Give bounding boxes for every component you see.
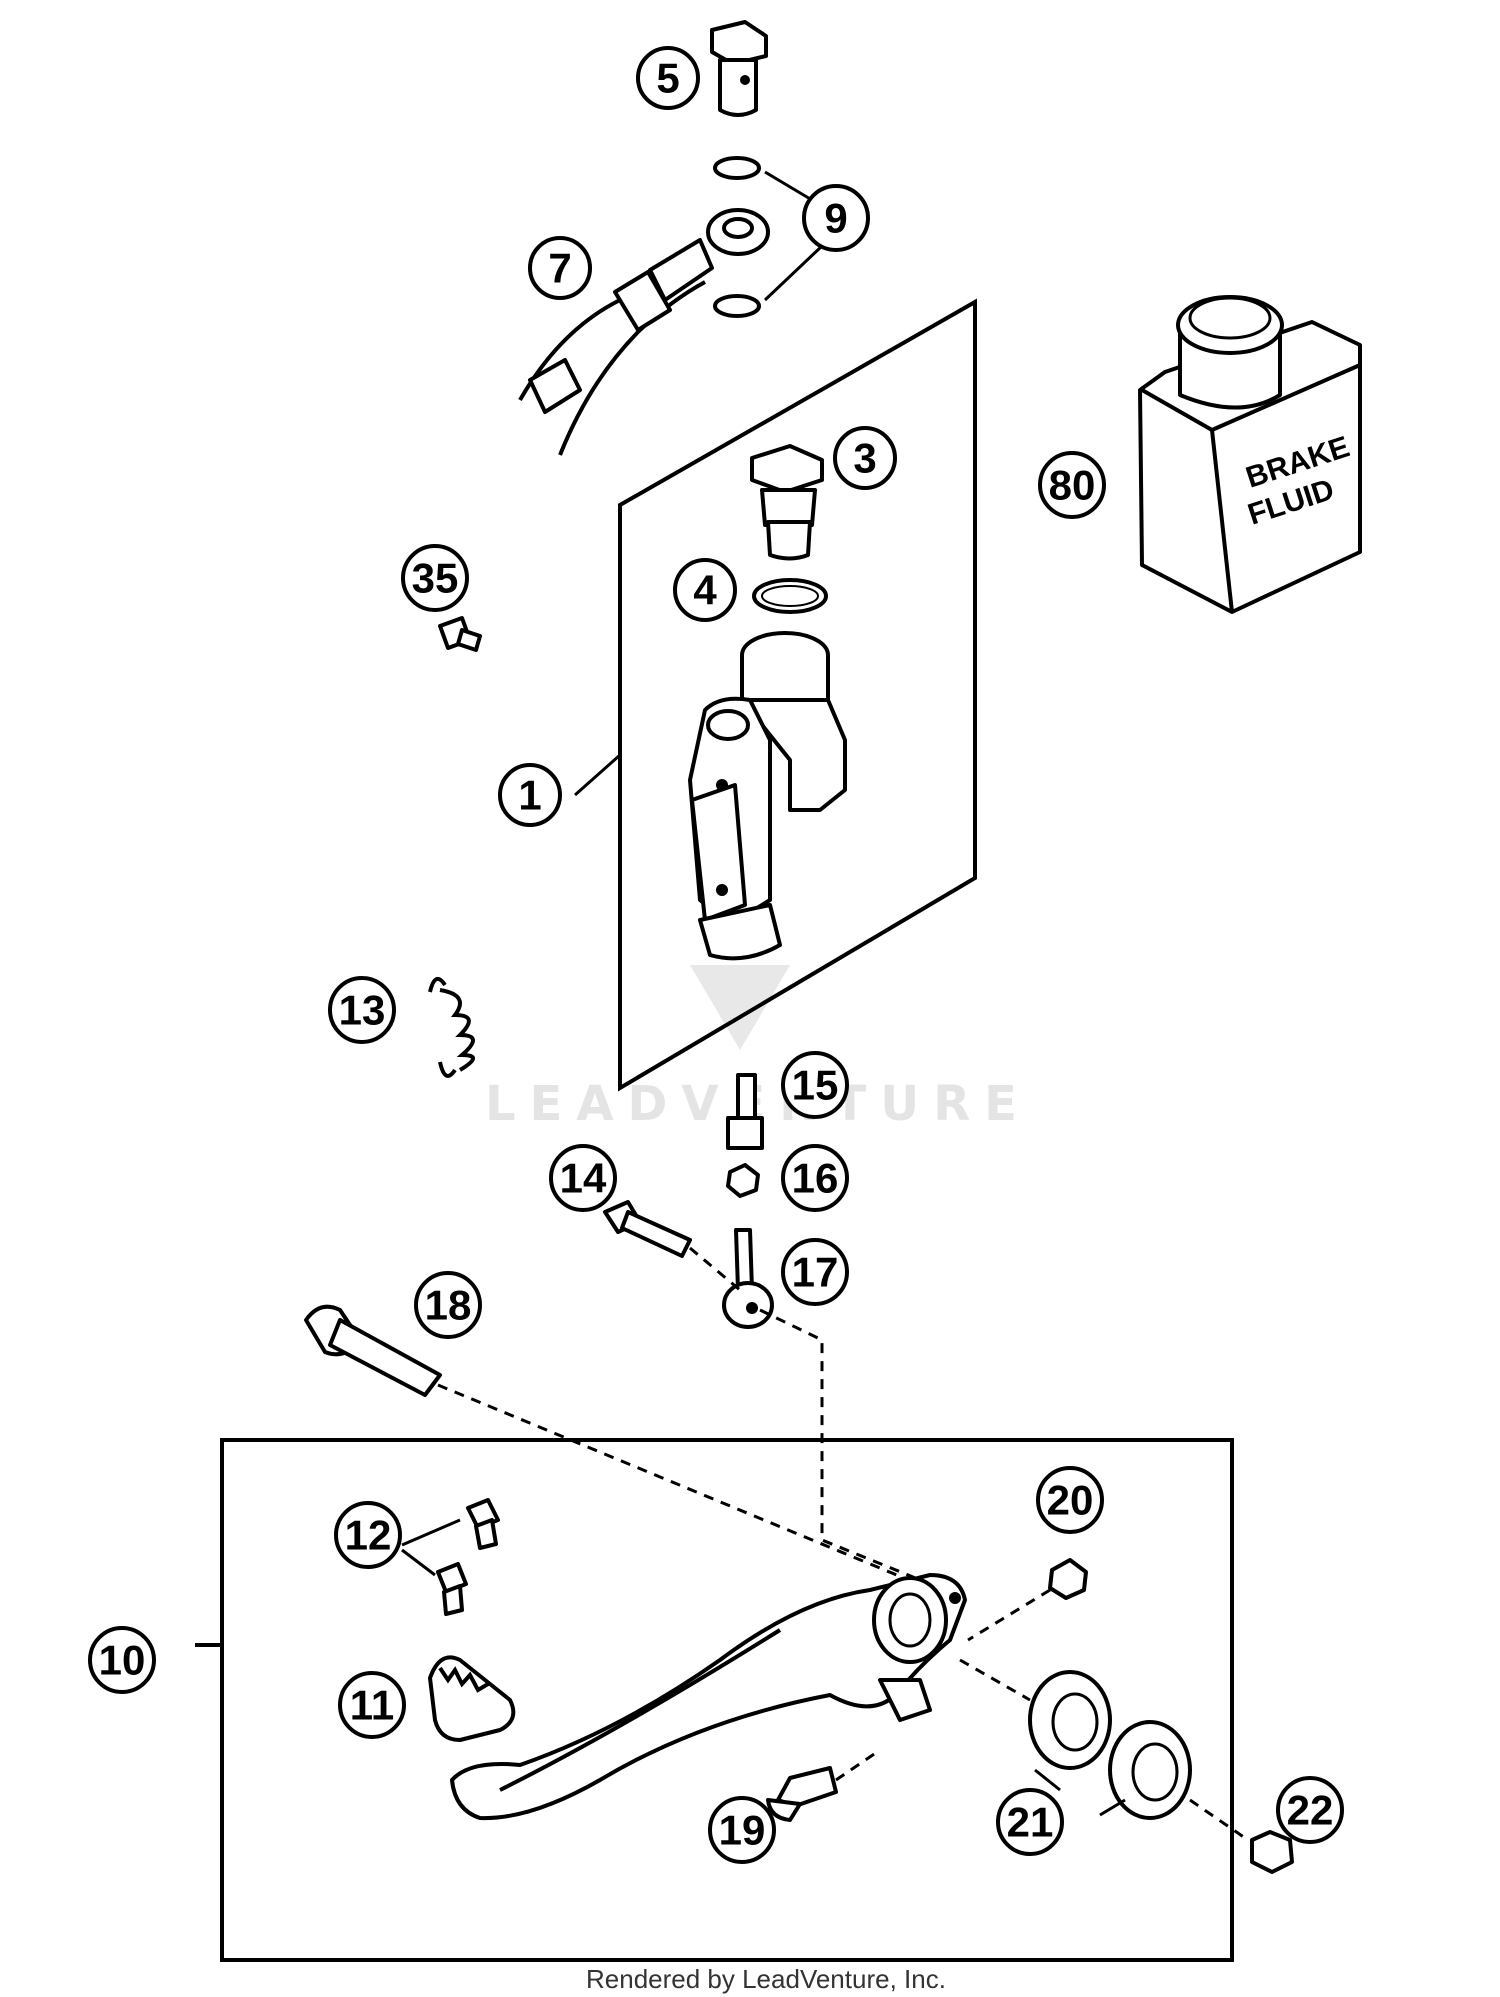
svg-text:15: 15: [792, 1062, 839, 1109]
brake-hose-part: [518, 208, 770, 456]
footer-credit: Rendered by LeadVenture, Inc.: [586, 1964, 946, 1994]
watermark: LEADVENTURE: [485, 965, 1017, 1132]
nut-22-part: [1250, 1830, 1294, 1874]
callout-10: 10: [88, 1626, 156, 1694]
screws-12-part: [436, 1498, 500, 1616]
pedal-group-box: [220, 1438, 1234, 1962]
callout-35: 35: [401, 544, 469, 612]
callout-7: 7: [528, 236, 592, 300]
svg-text:17: 17: [792, 1249, 839, 1296]
pin-19-part: [766, 1766, 838, 1822]
svg-text:5: 5: [656, 55, 679, 102]
washer-bottom: [713, 294, 761, 318]
brake-fluid-can: BRAKE FLUID: [1138, 295, 1362, 614]
svg-text:3: 3: [853, 435, 876, 482]
nut-16-part: [726, 1163, 760, 1198]
callout-3: 3: [833, 426, 897, 490]
callout-15: 15: [781, 1051, 849, 1119]
callout-21: 21: [996, 1788, 1064, 1856]
svg-text:21: 21: [1007, 1799, 1054, 1846]
svg-text:19: 19: [719, 1807, 766, 1854]
master-cylinder-panel: [618, 298, 977, 1092]
callout-20: 20: [1036, 1466, 1104, 1534]
callout-16: 16: [781, 1144, 849, 1212]
bolt-14-part: [603, 1200, 692, 1258]
svg-text:7: 7: [548, 245, 571, 292]
bearings-part: [1028, 1670, 1192, 1820]
callout-11: 11: [338, 1671, 406, 1739]
callout-17: 17: [781, 1238, 849, 1306]
svg-text:18: 18: [425, 1282, 472, 1329]
svg-text:4: 4: [693, 567, 717, 614]
svg-text:22: 22: [1287, 1787, 1334, 1834]
svg-text:12: 12: [345, 1512, 392, 1559]
callout-13: 13: [328, 976, 396, 1044]
svg-text:9: 9: [824, 195, 847, 242]
svg-text:35: 35: [412, 555, 459, 602]
pivot-bolt-part: [304, 1304, 442, 1397]
callout-19: 19: [708, 1796, 776, 1864]
footpeg-part: [428, 1655, 516, 1742]
svg-text:13: 13: [339, 987, 386, 1034]
bleeder-valve-part: [726, 1073, 764, 1150]
reservoir-cap-part: [750, 444, 824, 561]
callout-5: 5: [636, 46, 700, 110]
master-cylinder-part: [688, 631, 847, 961]
callout-14: 14: [549, 1144, 617, 1212]
push-rod-part: [722, 1228, 774, 1329]
banjo-bolt-part: [710, 20, 768, 117]
svg-text:1: 1: [518, 772, 541, 819]
callout-80: 80: [1038, 451, 1106, 519]
screw-35-part: [438, 616, 482, 652]
svg-text:16: 16: [792, 1155, 839, 1202]
callout-22: 22: [1276, 1776, 1344, 1844]
svg-text:10: 10: [99, 1637, 146, 1684]
svg-text:20: 20: [1047, 1477, 1094, 1524]
callout-9: 9: [802, 184, 870, 252]
callout-1: 1: [498, 763, 562, 827]
spring-part: [428, 976, 475, 1078]
callout-18: 18: [414, 1271, 482, 1339]
callout-12: 12: [334, 1501, 402, 1569]
svg-text:11: 11: [350, 1682, 394, 1729]
washer-top: [713, 156, 761, 180]
nut-20-part: [1048, 1558, 1088, 1600]
svg-text:80: 80: [1049, 462, 1096, 509]
svg-text:14: 14: [560, 1155, 607, 1202]
callout-4: 4: [673, 558, 737, 622]
brake-pedal-part: [450, 1573, 967, 1821]
